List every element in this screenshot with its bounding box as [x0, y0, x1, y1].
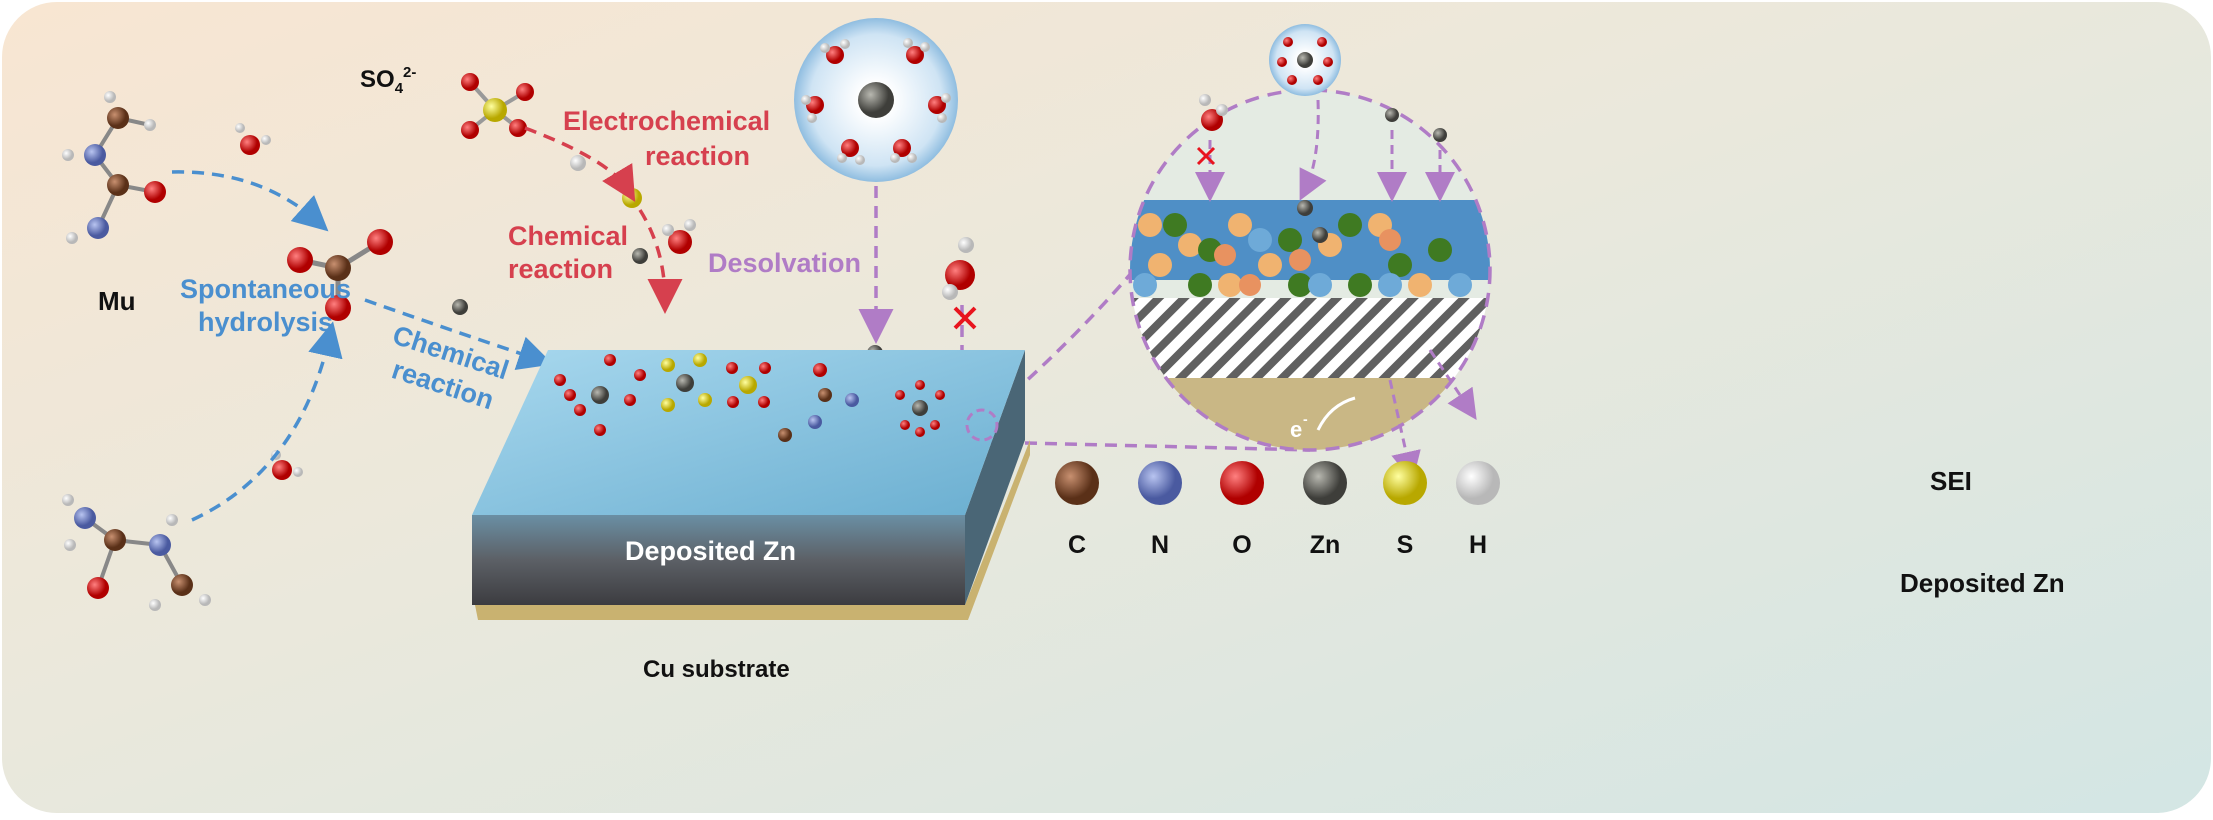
sei-particles: [1133, 213, 1472, 297]
deposited-zn-label: Deposited Zn: [1900, 568, 2065, 598]
zinc-solvation-shell: [794, 18, 958, 182]
water-molecule-blocked: [942, 237, 975, 300]
legend-label-h: H: [1469, 531, 1487, 559]
legend-swatch-h: [1456, 461, 1500, 505]
zoom-spot: [965, 408, 999, 442]
legend-swatch-o: [1220, 461, 1264, 505]
electron-label: e: [1290, 417, 1302, 442]
water-molecule-blocked: [1199, 94, 1228, 131]
methylurea-molecule-top: [62, 91, 166, 244]
water-molecule: [662, 219, 696, 254]
legend-swatch-s: [1383, 461, 1427, 505]
electrochemical-reaction-label-1: Electrochemical: [563, 106, 770, 136]
legend-swatch-n: [1138, 461, 1182, 505]
hydrogen-atom: [570, 155, 586, 171]
chemical-reaction-arrow: [364, 298, 554, 370]
zoom-guide-line-bottom: [984, 440, 1311, 452]
methylurea-molecule-bottom: [62, 494, 211, 611]
sulfur-atom: [622, 188, 642, 208]
deposited-zn-pointer-arrow: [1388, 379, 1421, 482]
legend-label-c: C: [1068, 531, 1086, 559]
blocked-cross-icon: [953, 306, 977, 330]
legend-swatch-zn: [1303, 461, 1347, 505]
zinc-ion: [632, 248, 648, 264]
sulfate-molecule: [461, 73, 534, 139]
hydrolysis-arrow-top: [171, 170, 329, 232]
deposited-zn-slab: [472, 350, 1030, 620]
legend-label-o: O: [1232, 531, 1251, 559]
zinc-ion: [452, 299, 468, 315]
chemical-reaction-red-label-1: Chemical: [508, 221, 628, 251]
electrochemical-reaction-label-2: reaction: [645, 141, 750, 171]
sei-pointer-arrow: [1428, 349, 1477, 420]
atom-legend: C N O Zn S H: [1055, 461, 1500, 559]
cu-substrate-layer: [475, 440, 1030, 620]
sei-label: SEI: [1930, 466, 1972, 496]
electron-label-sup: -: [1303, 411, 1308, 427]
legend-swatch-c: [1055, 461, 1099, 505]
cu-substrate-label: Cu substrate: [643, 656, 790, 683]
legend-label-s: S: [1397, 531, 1414, 559]
spontaneous-hydrolysis-label-2: hydrolysis: [198, 307, 333, 337]
mu-label: Mu: [98, 286, 136, 316]
surface-adsorbed-species: [554, 353, 945, 442]
electron-flow-arrow: [1316, 396, 1356, 431]
carbonate-molecule: [287, 229, 393, 321]
sulfate-label: SO42-: [360, 64, 416, 97]
legend-label-zn: Zn: [1310, 531, 1341, 559]
hydrolysis-arrow-bottom: [191, 321, 343, 522]
chemical-reaction-red-arrow: [638, 209, 683, 314]
desolvation-label: Desolvation: [708, 248, 861, 278]
spontaneous-hydrolysis-label-1: Spontaneous: [180, 274, 351, 304]
legend-label-n: N: [1151, 531, 1169, 559]
chemical-reaction-red-label-2: reaction: [508, 254, 613, 284]
deposited-zn-slab-label: Deposited Zn: [625, 536, 796, 566]
deposited-zn-hatch: [1130, 298, 1490, 378]
water-molecule: [235, 123, 271, 155]
